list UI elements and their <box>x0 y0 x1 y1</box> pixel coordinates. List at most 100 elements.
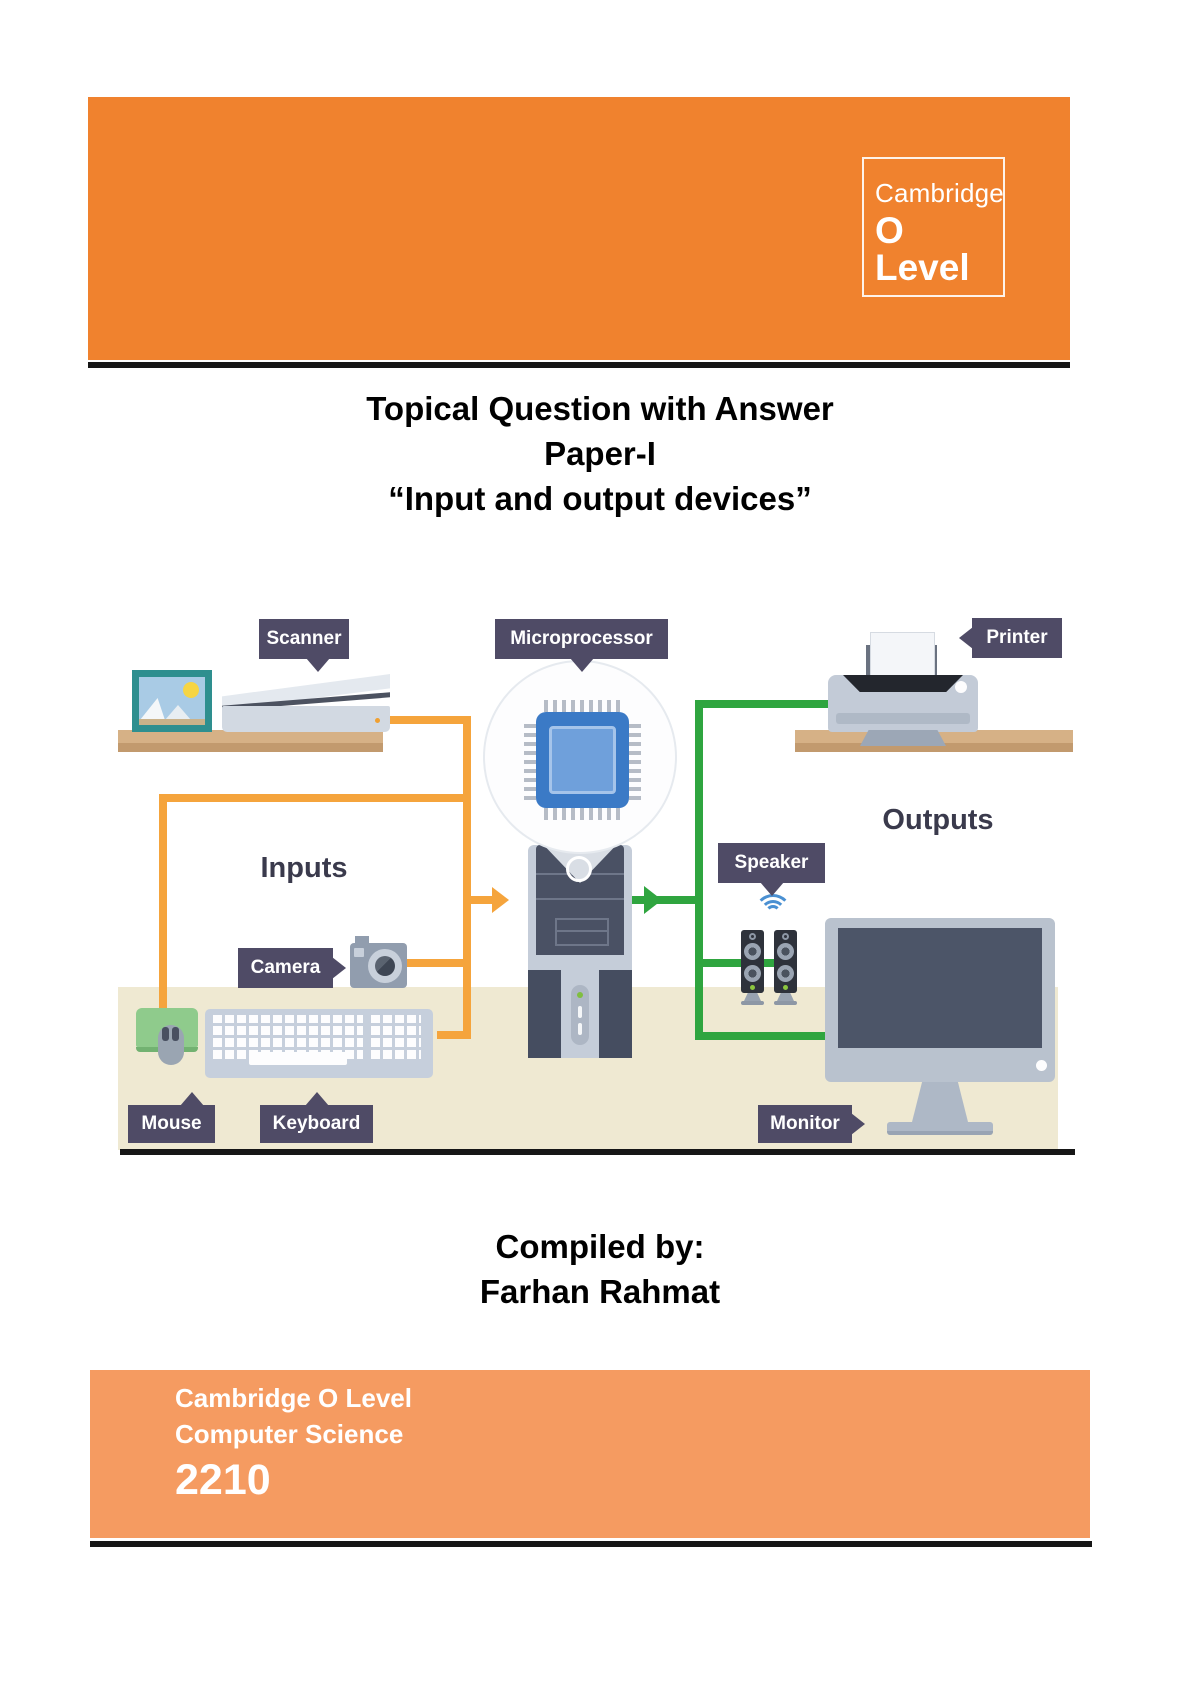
chip-pins-bottom <box>544 808 622 820</box>
printer-front-panel <box>836 713 970 724</box>
tower-panel-line-2 <box>536 898 624 900</box>
compiled-by-heading: Compiled by: <box>495 1228 705 1265</box>
output-arrowhead-icon <box>644 886 662 914</box>
keyboard-label-tail <box>304 1092 329 1106</box>
tower-drive-bay-divider <box>557 930 607 932</box>
printer-label: Printer <box>959 618 1062 658</box>
tower-left-column <box>528 970 561 1058</box>
keyboard-body <box>205 1009 433 1078</box>
speaker-left-base <box>741 1001 764 1005</box>
input-arrow-line <box>471 896 493 904</box>
outputs-heading: Outputs <box>882 804 994 836</box>
scanner-led-icon <box>375 718 380 723</box>
camera-flash-icon <box>354 948 364 957</box>
speaker-right-stand <box>777 993 794 1001</box>
keyboard-spacebar <box>249 1052 347 1065</box>
printer-slot <box>843 675 963 692</box>
speaker-cone-top <box>744 943 761 960</box>
tower-drive-bay <box>555 918 609 946</box>
printer-cable-line <box>695 700 830 708</box>
picture-ground-strip <box>139 719 205 725</box>
mouse-body <box>158 1025 184 1065</box>
speaker-label-text: Speaker <box>734 852 809 873</box>
input-output-devices-diagram: Inputs Outputs Scanner Microprocessor Pr… <box>88 560 1078 1160</box>
page-title: Topical Question with Answer Paper-I “In… <box>0 386 1200 521</box>
speaker-led-icon <box>783 985 788 990</box>
camera-label-text: Camera <box>250 957 321 978</box>
mouse-label: Mouse <box>128 1092 215 1143</box>
logo-qualification-text: O Level <box>875 210 970 288</box>
footer-line-1: Cambridge O Level <box>175 1383 412 1413</box>
speaker-knob-icon <box>782 933 789 940</box>
title-line-2: Paper-I <box>544 435 656 472</box>
monitor-label: Monitor <box>758 1105 865 1143</box>
scanner-label: Scanner <box>259 619 349 672</box>
printer-tray-left <box>866 645 872 690</box>
monitor-stand-base <box>887 1122 993 1135</box>
keyboard-label: Keyboard <box>260 1092 373 1143</box>
keyboard-numpad-keys <box>371 1015 421 1059</box>
magnifier-ring-icon <box>566 856 592 882</box>
chip-die <box>549 726 616 794</box>
camera-body <box>350 943 407 988</box>
speaker-knob-icon <box>749 933 756 940</box>
camera-cable-line <box>407 959 463 967</box>
scanner-shelf <box>118 730 383 743</box>
sail-shape-large <box>140 698 165 720</box>
keyboard-label-text: Keyboard <box>272 1113 361 1134</box>
monitor-stand-neck <box>912 1082 968 1122</box>
monitor-bezel <box>825 918 1055 1082</box>
chip-pins-right <box>629 720 641 800</box>
mouse-button-left <box>162 1027 169 1041</box>
mouse-button-right <box>172 1027 179 1041</box>
compiled-by-block: Compiled by: Farhan Rahmat <box>0 1224 1200 1314</box>
microprocessor-label-tail <box>569 658 594 672</box>
monitor-label-text: Monitor <box>770 1113 840 1134</box>
scanner-cable-line <box>390 716 471 724</box>
title-line-1: Topical Question with Answer <box>366 390 834 427</box>
printer-shelf-edge <box>795 743 1073 752</box>
tower-slot-2 <box>578 1023 582 1035</box>
speaker-cone-bottom <box>777 965 794 982</box>
tower-power-led-icon <box>577 992 583 998</box>
header-banner: Cambridge O Level <box>88 97 1070 360</box>
keyboard-cable-line <box>437 1031 471 1039</box>
camera-label-tail <box>332 957 346 979</box>
sun-icon <box>183 682 199 698</box>
speaker-label-tail <box>759 882 784 896</box>
speaker-cone-top <box>777 943 794 960</box>
diagram-divider-line <box>120 1149 1075 1155</box>
printer-out-tray <box>860 730 946 746</box>
footer-line-2: Computer Science <box>175 1419 404 1449</box>
logo-brand-text: Cambridge <box>875 178 1004 208</box>
printer-body <box>828 675 978 732</box>
speaker-right-base <box>774 1001 797 1005</box>
printer-label-text: Printer <box>986 627 1048 648</box>
scanner-label-tail <box>306 658 331 672</box>
wifi-arc-inner <box>765 905 781 921</box>
chip-pins-left <box>524 720 536 800</box>
scanner-label-text: Scanner <box>266 628 342 649</box>
input-trunk-line <box>463 716 471 1039</box>
picture-frame-image <box>139 677 205 725</box>
compiled-by-name: Farhan Rahmat <box>479 1273 721 1310</box>
mouse-cable-line <box>159 794 167 1015</box>
scanner-body <box>222 706 390 732</box>
printer-label-tail <box>959 627 973 649</box>
output-arrow-line <box>632 896 695 904</box>
speaker-led-icon <box>750 985 755 990</box>
speaker-left <box>741 930 764 993</box>
microprocessor-label: Microprocessor <box>495 619 668 672</box>
sail-shape-small <box>165 705 191 720</box>
input-arrowhead-icon <box>492 887 509 913</box>
output-trunk-line <box>695 700 703 1040</box>
footer-banner: Cambridge O Level Computer Science 2210 <box>90 1370 1090 1538</box>
footer-divider-line <box>90 1541 1092 1547</box>
title-line-3: “Input and output devices” <box>388 480 812 517</box>
cambridge-o-level-logo: Cambridge O Level <box>862 157 1005 297</box>
tower-right-column <box>599 970 632 1058</box>
speaker-right <box>774 930 797 993</box>
speaker-cone-bottom <box>744 965 761 982</box>
monitor-label-tail <box>851 1113 865 1135</box>
inputs-heading: Inputs <box>260 852 348 884</box>
